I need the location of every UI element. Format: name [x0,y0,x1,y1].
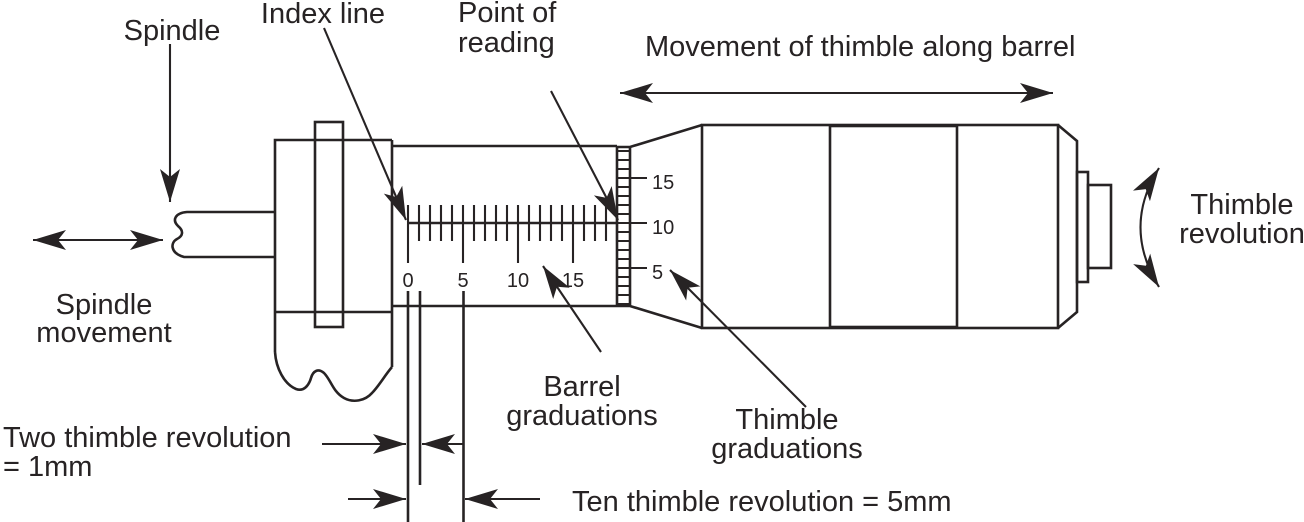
ratchet-step-2 [1086,183,1113,270]
index-line-pointer-arrow [323,27,407,221]
barrel-scale-label-0: 0 [402,270,413,292]
point-of-reading-label-line2: reading [458,27,555,59]
thimble-graduations-label-line2: graduations [711,433,863,465]
thimble-revolution-label-line1: Thimble [1190,189,1293,221]
thimble-scale-label-15: 15 [652,172,674,194]
frame-body-outline [273,138,394,367]
thimble-graduations-label-line1: Thimble [735,404,838,436]
ratchet-step-1 [1075,170,1090,284]
point-of-reading-pointer-arrow [550,90,619,221]
two-thimble-revolution-label-line1: Two thimble revolution [3,422,292,454]
barrel-scale-label-10: 10 [507,270,529,292]
thimble-bevel-edge [615,147,632,306]
thimble-fine-ticks [617,149,630,306]
barrel-graduations-label-line1: Barrel [543,371,620,403]
spindle-label: Spindle [124,15,221,47]
thimble-scale-label-5: 5 [652,262,663,284]
thimble-body [700,123,1060,330]
two-thimble-revolution-label-line2: = 1mm [3,451,92,483]
thimble-cone [617,123,703,330]
point-of-reading-label-line1: Point of [458,0,557,29]
movement-label: Movement of thimble along barrel [645,31,1075,63]
spindle-movement-label-line2: movement [36,317,171,349]
barrel-upper-ticks [406,205,619,223]
spindle-movement-label-line1: Spindle [56,289,153,321]
thimble-end-chamfer [1057,124,1079,329]
frame-break-edge [273,351,393,403]
thimble-major-ticks [630,176,647,270]
spindle-shape [171,210,275,259]
barrel-scale-label-5: 5 [457,270,468,292]
locknut-knurl [313,120,345,329]
barrel-scale-label-15: 15 [562,270,584,292]
barrel-graduations-pointer-arrow [542,265,602,353]
index-line-label: Index line [261,0,385,30]
thimble-revolution-label-line2: revolution [1179,218,1304,250]
barrel-graduations-label-line2: graduations [506,400,658,432]
thimble-graduations-pointer-arrow [669,269,807,408]
ten-thimble-revolution-label: Ten thimble revolution = 5mm [572,486,952,518]
thimble-revolution-curved-arrow [1133,167,1160,288]
thimble-scale-label-10: 10 [652,217,674,239]
barrel-lower-ticks [406,223,619,263]
thimble-knurl [828,124,959,329]
